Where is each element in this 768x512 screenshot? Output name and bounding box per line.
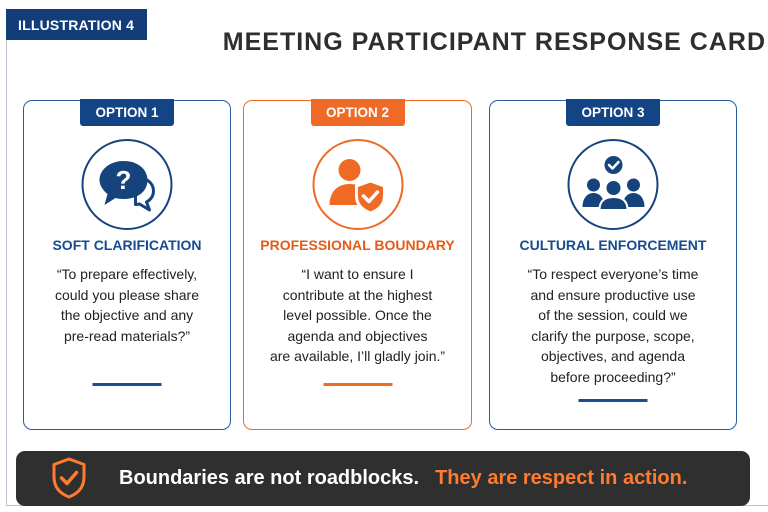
bottom-banner: Boundaries are not roadblocks. They are … [16,451,750,506]
quote-line: the objective and any [60,307,194,323]
quote-line: “To prepare effectively, [56,266,198,282]
option-title-2: PROFESSIONAL BOUNDARY [260,237,455,253]
option-card-3: OPTION 3 CULTURAL ENFORCEMENT “To respec… [489,99,737,430]
quote-line: pre-read materials?” [63,327,191,344]
option-badge-3: OPTION 3 [566,99,660,126]
option-badge-1: OPTION 1 [80,99,174,126]
quote-line: could you please share [55,286,199,303]
quote-line: “To respect everyone’s time [527,266,699,282]
card-underline [92,383,162,386]
group-check-icon [567,139,659,230]
option-card-1: OPTION 1 ? SOFT CLARIFICATION “To prepar… [23,99,231,430]
quote-line: contribute at the highest [282,286,433,303]
option-title-1: SOFT CLARIFICATION [52,237,202,253]
banner-emphasis: They are respect in action. [435,467,688,489]
card-underline [578,399,648,402]
svg-text:?: ? [115,165,131,195]
option-quote-3: “To respect everyone’s time and ensure p… [496,264,730,387]
option-quote-2: “I want to ensure I contribute at the hi… [250,264,465,367]
card-underline [323,383,392,386]
quote-line: before proceeding?” [550,368,676,385]
question-chat-bubble-icon: ? [81,139,173,230]
option-quote-1: “To prepare effectively, could you pleas… [30,264,224,346]
quote-line: agenda and objectives [287,327,428,344]
option-card-2: OPTION 2 PROFESSIONAL BOUNDARY “I want t… [243,99,472,430]
quote-line: and ensure productive use [530,286,696,303]
quote-line: clarify the purpose, scope, [531,327,695,344]
banner-statement: Boundaries are not roadblocks. [119,467,420,489]
illustration-tag: ILLUSTRATION 4 [6,9,147,40]
quote-line: of the session, could we [538,307,688,323]
quote-line: level possible. Once the [283,307,432,323]
person-shield-check-icon [312,139,403,230]
quote-line: “I want to ensure I [301,266,414,282]
banner-text: Boundaries are not roadblocks. They are … [119,451,687,506]
option-badge-2: OPTION 2 [310,99,405,126]
quote-line: objectives, and agenda [541,348,685,364]
shield-check-icon [52,457,86,499]
option-title-3: CULTURAL ENFORCEMENT [519,237,707,253]
quote-line: are available, I’ll gladly join.” [269,348,446,364]
page-title: MEETING PARTICIPANT RESPONSE CARD [222,28,766,56]
